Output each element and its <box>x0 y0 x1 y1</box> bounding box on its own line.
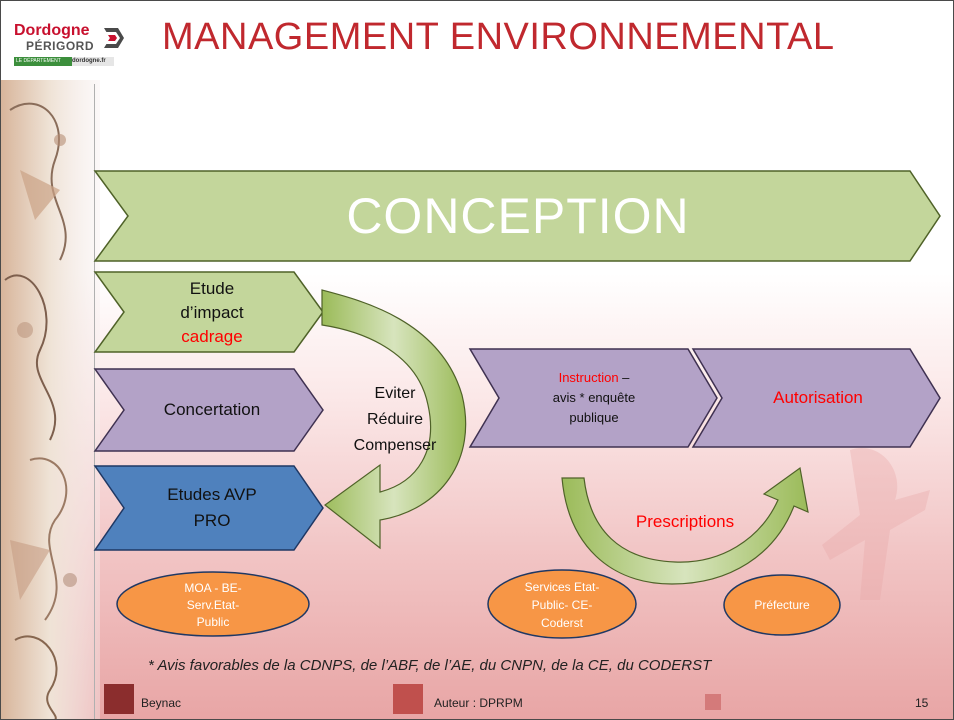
oval-prefecture-text: Préfecture <box>754 598 810 612</box>
prescriptions-text: Prescriptions <box>635 512 735 531</box>
etudes-avp-shape <box>93 465 324 551</box>
banner-label: CONCEPTION <box>128 171 908 261</box>
concertation-label: Concertation <box>112 369 312 451</box>
cycle-label: Eviter Réduire Compenser <box>330 372 460 468</box>
instruction-line3: publique <box>569 410 619 425</box>
decorative-painting-strip <box>0 80 100 720</box>
autorisation-text: Autorisation <box>773 388 863 407</box>
conception-banner-shape <box>93 170 941 262</box>
cycle-line1: Eviter <box>374 385 416 402</box>
oval-services-line3: Coderst <box>540 616 584 630</box>
logo-site-text: dordogne.fr <box>72 58 106 64</box>
oval-services-line1: Services Etat- <box>524 580 600 594</box>
avp-label: Etudes AVP PRO <box>112 466 312 550</box>
slide-title: MANAGEMENT ENVIRONNEMENTAL <box>162 16 835 58</box>
dordogne-logo: Dordogne PÉRIGORD LE DÉPARTEMENT dordogn… <box>14 22 124 74</box>
prescriptions-label: Prescriptions <box>610 508 760 536</box>
footer-square-dark <box>104 684 134 714</box>
footer-page-number: 15 <box>915 696 929 710</box>
etude-impact-shape <box>93 271 324 353</box>
avp-line1: Etudes AVP <box>167 485 257 504</box>
oval-services-line2: Public- CE- <box>531 598 593 612</box>
instruction-word: Instruction <box>558 370 619 385</box>
concertation-shape <box>93 368 324 452</box>
cycle-line2: Réduire <box>366 411 424 428</box>
logo-tag-text: LE DÉPARTEMENT <box>14 57 72 66</box>
left-divider <box>94 84 95 720</box>
footer-author-text: Auteur : DPRPM <box>434 696 523 710</box>
logo-band: LE DÉPARTEMENT dordogne.fr <box>14 57 114 66</box>
avp-line2: PRO <box>193 511 231 530</box>
oval-moa-line2: Serv.Etat- <box>186 597 240 612</box>
instruction-dash: – <box>618 370 630 385</box>
etude-line2: d’impact <box>180 303 244 322</box>
logo-sub-text: PÉRIGORD <box>26 39 95 53</box>
curved-return-arrow <box>321 289 467 550</box>
instruction-line2: avis * enquête <box>552 390 636 405</box>
banner-text: CONCEPTION <box>346 188 690 244</box>
prescriptions-arrow <box>561 466 809 585</box>
decorative-figure-icon <box>822 448 930 600</box>
instruction-line1: Instruction – <box>559 368 630 388</box>
autorisation-label: Autorisation <box>718 349 918 447</box>
oval-services-shape <box>487 569 637 639</box>
concertation-text: Concertation <box>163 400 261 419</box>
cycle-line3: Compenser <box>353 437 437 454</box>
etude-label: Etude d’impact cadrage <box>112 272 312 354</box>
etude-line1: Etude <box>189 279 235 298</box>
footer-square-mid <box>393 684 423 714</box>
logo-main-text: Dordogne <box>14 22 90 39</box>
oval-prefecture-label: Préfecture <box>726 590 838 620</box>
oval-prefecture-shape <box>723 574 841 636</box>
oval-moa-line3: Public <box>196 614 230 629</box>
etude-line3: cadrage <box>181 327 243 346</box>
footer-left-text: Beynac <box>141 696 182 710</box>
oval-moa-shape <box>116 571 310 637</box>
logo-arrow-icon <box>104 28 124 48</box>
instruction-shape <box>468 348 718 448</box>
footnote: * Avis favorables de la CDNPS, de l’ABF,… <box>148 657 712 674</box>
instruction-label: Instruction – avis * enquête publique <box>494 349 694 447</box>
oval-moa-label: MOA - BE- Serv.Etat- Public <box>150 574 276 636</box>
autorisation-shape <box>691 348 941 448</box>
oval-services-label: Services Etat- Public- CE- Coderst <box>500 572 624 638</box>
footer-square-light <box>705 694 721 710</box>
oval-moa-line1: MOA - BE- <box>184 580 242 595</box>
